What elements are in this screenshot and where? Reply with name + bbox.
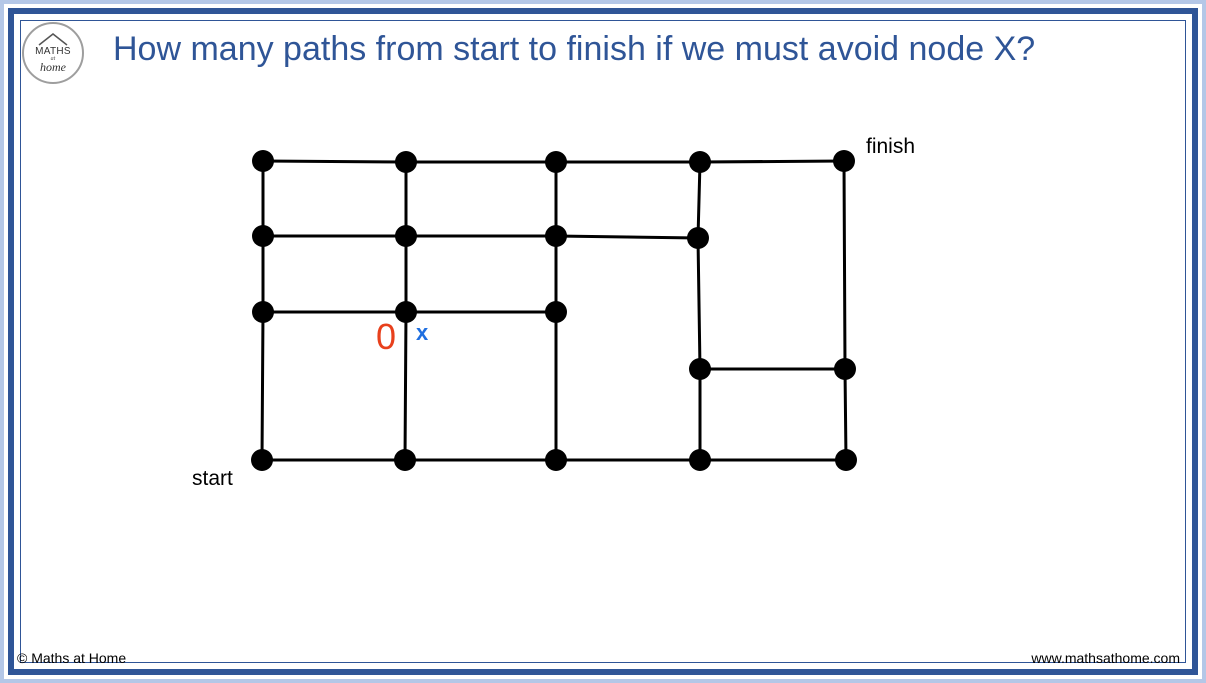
- graph-node: [835, 449, 857, 471]
- graph-edge: [696, 160, 702, 240]
- graph-edge: [403, 310, 408, 462]
- graph-edge: [261, 159, 408, 164]
- graph-node: [252, 150, 274, 172]
- graph-node: [252, 301, 274, 323]
- graph-edges: [260, 159, 848, 462]
- logo-text-at: at: [50, 56, 56, 62]
- copyright-text: © Maths at Home: [17, 650, 127, 666]
- graph-edge: [554, 234, 700, 240]
- graph-node: [689, 151, 711, 173]
- graph-edge: [696, 236, 702, 371]
- zero-paths-label: 0: [376, 316, 396, 357]
- graph-node: [545, 301, 567, 323]
- graph-node: [394, 449, 416, 471]
- finish-label: finish: [866, 135, 915, 158]
- graph-node: [545, 151, 567, 173]
- graph-node: [395, 151, 417, 173]
- graph-edge: [260, 310, 265, 462]
- logo-text-maths: MATHS: [35, 46, 71, 57]
- logo-text-home: home: [40, 60, 66, 74]
- graph-nodes: [251, 150, 857, 471]
- graph-node: [834, 358, 856, 380]
- graph-node: [252, 225, 274, 247]
- slide-frame: [8, 8, 1198, 675]
- graph-node: [689, 449, 711, 471]
- graph-edge: [698, 159, 846, 164]
- slide-inner-frame: [20, 20, 1186, 663]
- avoid-node-x: [395, 301, 417, 323]
- slide-title: How many paths from start to finish if w…: [113, 30, 1036, 68]
- graph-node: [833, 150, 855, 172]
- graph-node: [545, 449, 567, 471]
- graph-edge: [842, 159, 847, 371]
- avoid-node-x-label: x: [416, 320, 429, 345]
- graph-node: [395, 225, 417, 247]
- maths-at-home-logo: MATHS at home: [22, 22, 84, 84]
- graph-node: [545, 225, 567, 247]
- graph-node: [689, 358, 711, 380]
- graph-edge: [843, 367, 848, 462]
- graph-node: [687, 227, 709, 249]
- graph-node: [251, 449, 273, 471]
- start-label: start: [192, 467, 233, 490]
- house-roof-icon: [38, 33, 68, 46]
- website-text: www.mathsathome.com: [1031, 650, 1180, 666]
